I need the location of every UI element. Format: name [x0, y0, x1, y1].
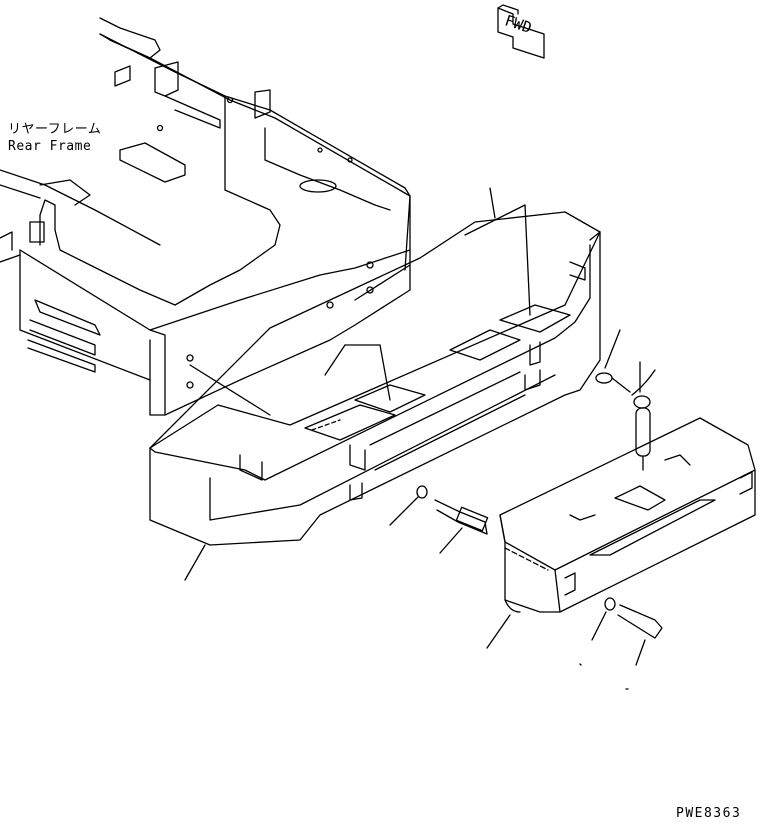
fwd-label: FWD	[503, 11, 534, 36]
side-counterweight	[486, 417, 756, 649]
rear-frame	[0, 17, 411, 416]
main-counterweight	[149, 187, 601, 581]
stray-marks	[579, 663, 629, 690]
rear-frame-label-en: Rear Frame	[8, 139, 92, 154]
fasteners	[389, 329, 663, 666]
drawing-code: PWE8363	[676, 806, 742, 821]
rear-frame-label-jp: リヤーフレーム	[8, 122, 102, 137]
fwd-arrow: FWD	[497, 4, 545, 59]
